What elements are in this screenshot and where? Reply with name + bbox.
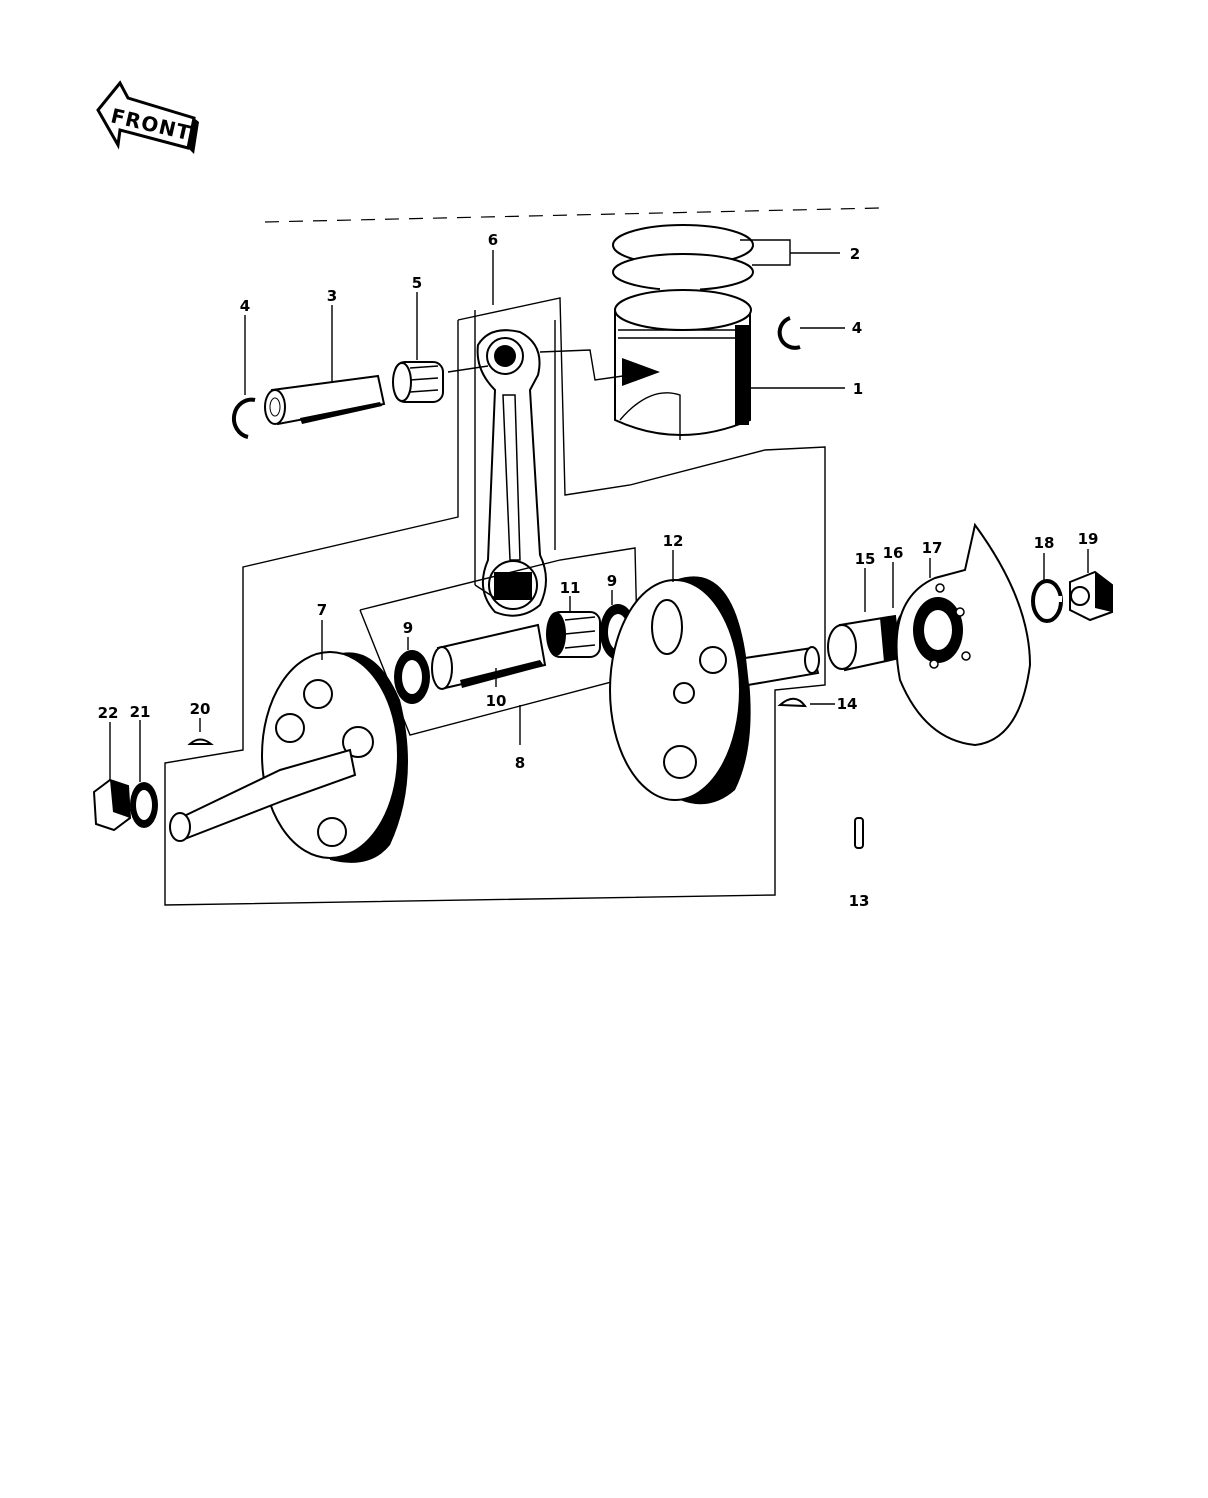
lock-washer xyxy=(1031,579,1063,623)
nut-left xyxy=(92,778,132,832)
part-label-1: 1 xyxy=(853,380,863,398)
part-label-18: 18 xyxy=(1034,534,1055,552)
part-label-5: 5 xyxy=(412,274,422,292)
part-label-22: 22 xyxy=(98,704,119,722)
part-label-19: 19 xyxy=(1078,530,1099,548)
part-label-8: 8 xyxy=(515,754,525,772)
assembly-box-outline xyxy=(164,297,826,906)
part-label-2: 2 xyxy=(850,245,860,263)
woodruff-key-left xyxy=(187,738,214,745)
washer-left xyxy=(130,782,158,828)
front-arrow-icon xyxy=(96,80,196,150)
top-dashed-line xyxy=(264,207,881,223)
part-label-9a: 9 xyxy=(403,619,413,637)
part-label-3: 3 xyxy=(327,287,337,305)
rotary-valve-disc xyxy=(895,522,1032,747)
piston-rings xyxy=(612,224,754,295)
flywheel-left xyxy=(169,651,408,863)
thrust-washer-left xyxy=(394,650,430,704)
snap-ring-right xyxy=(777,316,801,350)
part-label-14: 14 xyxy=(837,695,858,713)
connecting-rod xyxy=(476,329,547,617)
piston-pin xyxy=(264,374,386,426)
part-label-20: 20 xyxy=(190,700,211,718)
part-label-6: 6 xyxy=(488,231,498,249)
flywheel-right xyxy=(609,576,820,805)
small-end-bearing xyxy=(392,361,444,403)
woodruff-key-right xyxy=(777,697,808,708)
part-label-9b: 9 xyxy=(607,572,617,590)
part-label-12: 12 xyxy=(663,532,684,550)
part-label-21: 21 xyxy=(130,703,151,721)
snap-ring-left xyxy=(232,397,256,439)
dowel-pin xyxy=(854,817,864,849)
big-end-bearing xyxy=(546,611,601,658)
crank-pin xyxy=(431,623,547,690)
part-label-7: 7 xyxy=(317,601,327,619)
nut-right xyxy=(1069,570,1113,622)
part-label-4b: 4 xyxy=(852,319,862,337)
part-label-11: 11 xyxy=(560,579,581,597)
part-label-17: 17 xyxy=(922,539,943,557)
collar xyxy=(827,614,902,672)
front-arrow-badge: FRONT xyxy=(96,80,199,154)
part-label-10: 10 xyxy=(486,692,507,710)
part-label-16: 16 xyxy=(883,544,904,562)
part-label-15: 15 xyxy=(855,550,876,568)
part-label-4a: 4 xyxy=(240,297,250,315)
piston xyxy=(614,289,752,440)
part-label-13: 13 xyxy=(849,892,870,910)
